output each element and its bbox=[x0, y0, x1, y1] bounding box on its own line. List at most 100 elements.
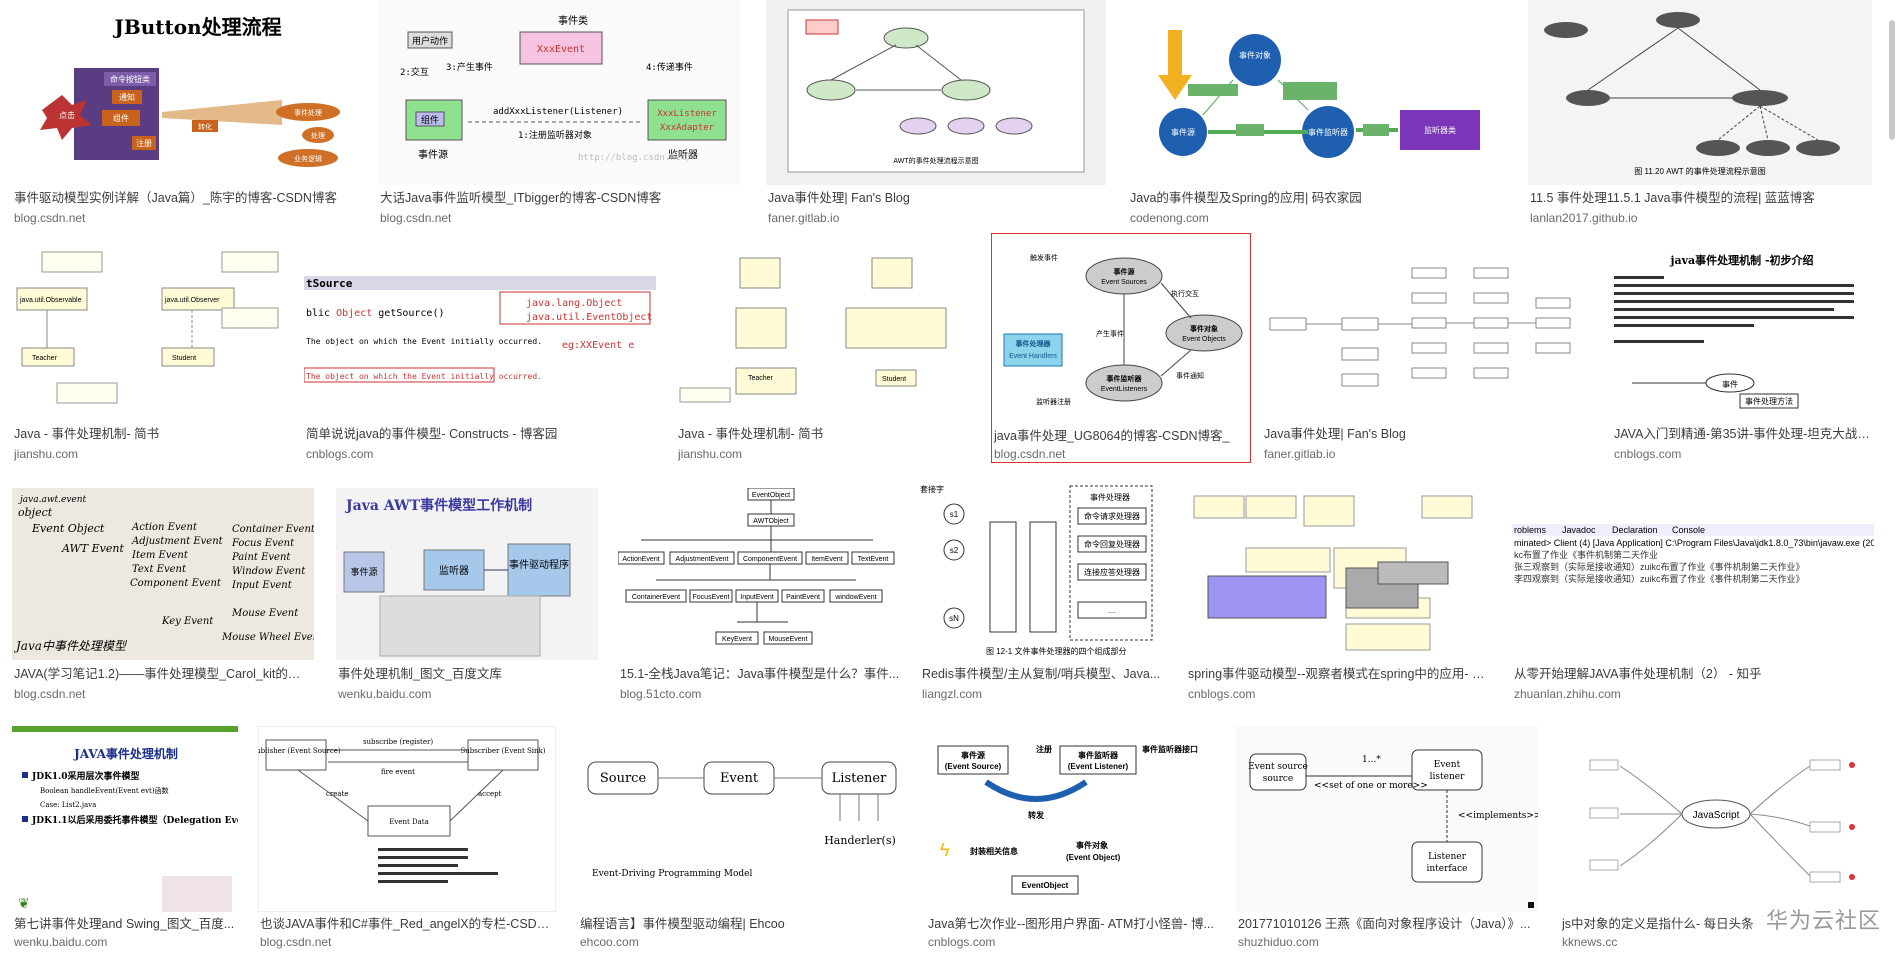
result-caption[interactable]: 也谈JAVA事件和C#事件_Red_angelX的专栏-CSDN... bbox=[260, 917, 554, 931]
result-tile[interactable]: 事件源 (Event Source) 注册 事件监听器 (Event Liste… bbox=[926, 726, 1216, 956]
result-caption[interactable]: 201771010126 王燕《面向对象程序设计（Java）》... bbox=[1238, 917, 1531, 931]
svg-text:Item Event: Item Event bbox=[131, 550, 189, 561]
result-caption[interactable]: JAVA入门到精通-第35讲-事件处理-坦克大战3 ... bbox=[1614, 427, 1872, 441]
result-thumbnail[interactable]: JButton处理流程 命令按钮类 通知 组件 注册 点击 转化 事件处理 处理… bbox=[12, 0, 360, 185]
svg-text:转化: 转化 bbox=[198, 122, 212, 131]
page-scrollbar[interactable] bbox=[1889, 20, 1895, 140]
result-caption[interactable]: 事件处理机制_图文_百度文库 bbox=[338, 667, 502, 681]
result-tile[interactable]: Event source source Event listener 1...*… bbox=[1236, 726, 1562, 956]
result-caption[interactable]: 事件驱动模型实例详解（Java篇）_陈宇的博客-CSDN博客 bbox=[14, 191, 337, 205]
svg-text:TextEvent: TextEvent bbox=[858, 556, 889, 563]
result-thumbnail[interactable]: EventObject AWTObject ActionEvent Adjust… bbox=[618, 488, 908, 660]
result-caption[interactable]: Java的事件模型及Spring的应用| 码农家园 bbox=[1130, 191, 1362, 205]
result-tile[interactable]: java事件处理机制 -初步介绍 事件 事件处理方法 JAVA入门到精通-第35… bbox=[1612, 248, 1874, 468]
result-tile[interactable]: Source Event Listener Handerler(s) Event… bbox=[578, 726, 908, 956]
result-thumbnail[interactable]: AWT的事件处理流程示意图 bbox=[766, 0, 1106, 185]
result-thumbnail[interactable]: Publisher (Event Source) Subscriber (Eve… bbox=[258, 726, 556, 912]
result-thumbnail[interactable]: 事件源 事件对象 事件监听器 监听器类 bbox=[1128, 0, 1506, 185]
svg-text:Event source: Event source bbox=[1248, 762, 1308, 772]
svg-text:命令请求处理器: 命令请求处理器 bbox=[1084, 511, 1140, 521]
svg-text:Boolean handleEvent(Event evt): Boolean handleEvent(Event evt)函数 bbox=[40, 786, 169, 795]
svg-text:ContainerEvent: ContainerEvent bbox=[632, 594, 680, 601]
result-domain: blog.csdn.net bbox=[994, 447, 1066, 461]
svg-text:JDK1.1以后采用委托事件模型（Delegation Ev: JDK1.1以后采用委托事件模型（Delegation Event model） bbox=[31, 814, 238, 826]
result-thumbnail[interactable]: java.util.Observable java.util.Observer … bbox=[12, 248, 284, 420]
result-caption[interactable]: Java事件处理| Fan's Blog bbox=[768, 191, 910, 205]
result-thumbnail[interactable]: java事件处理机制 -初步介绍 事件 事件处理方法 bbox=[1612, 248, 1874, 420]
result-tile[interactable]: Java事件处理| Fan's Blog faner.gitlab.io bbox=[1262, 248, 1590, 468]
result-tile-selected[interactable]: 触发事件 事件源 Event Sources 事件对象 Event Object… bbox=[991, 233, 1251, 463]
result-tile[interactable]: JButton处理流程 命令按钮类 通知 组件 注册 点击 转化 事件处理 处理… bbox=[12, 0, 360, 230]
result-tile[interactable]: Java AWT事件模型工作机制 事件源 监听器 事件驱动程序 事件处理机制_图… bbox=[336, 488, 598, 708]
result-domain: blog.csdn.net bbox=[380, 211, 452, 225]
result-tile[interactable]: 图 11.20 AWT 的事件处理流程示意图 11.5 事件处理11.5.1 J… bbox=[1528, 0, 1872, 230]
result-tile[interactable]: roblems Javadoc Declaration Console mina… bbox=[1512, 488, 1874, 708]
result-tile[interactable]: spring事件驱动模型--观察者模式在spring中的应用- 冬... cnb… bbox=[1186, 488, 1496, 708]
result-thumbnail[interactable]: 图 11.20 AWT 的事件处理流程示意图 bbox=[1528, 0, 1872, 185]
svg-text:XxxEvent: XxxEvent bbox=[537, 44, 585, 55]
result-thumbnail[interactable]: Source Event Listener Handerler(s) Event… bbox=[578, 726, 906, 912]
result-tile[interactable]: 套接字 s1 s2 sN 事件处理器 命令请求处理器 命令回复处理器 连接应答处… bbox=[920, 482, 1172, 708]
result-domain: lanlan2017.github.io bbox=[1530, 211, 1638, 225]
result-tile[interactable]: JAVA事件处理机制 JDK1.0采用层次事件模型 Boolean handle… bbox=[12, 726, 242, 956]
svg-text:Java中事件处理模型: Java中事件处理模型 bbox=[13, 639, 128, 653]
result-tile[interactable]: JavaScript js中对象的定义是指什么- 每日头条 kknews.cc bbox=[1560, 726, 1874, 956]
result-tile[interactable]: java.awt.event object Event Object AWT E… bbox=[12, 488, 314, 708]
result-caption[interactable]: 第七讲事件处理and Swing_图文_百度... bbox=[14, 917, 235, 931]
result-caption[interactable]: spring事件驱动模型--观察者模式在spring中的应用- 冬... bbox=[1188, 667, 1494, 681]
result-tile[interactable]: java.util.Observable java.util.Observer … bbox=[12, 248, 284, 468]
result-tile[interactable]: 事件源 事件对象 事件监听器 监听器类 Java的事件模型及Spring的应用|… bbox=[1128, 0, 1506, 230]
result-thumbnail[interactable]: tSource blic Object getSource() java.lan… bbox=[304, 248, 656, 420]
svg-text:minated> Client (4) [Java Appl: minated> Client (4) [Java Application] C… bbox=[1514, 538, 1874, 548]
result-tile[interactable]: 事件类 XxxEvent 用户动作 2:交互 3:产生事件 4:传递事件 add… bbox=[378, 0, 740, 230]
result-caption[interactable]: Java第七次作业--图形用户界面- ATM打小怪兽- 博... bbox=[928, 917, 1214, 931]
svg-text:ActionEvent: ActionEvent bbox=[622, 556, 659, 563]
result-domain: codenong.com bbox=[1130, 211, 1209, 225]
result-caption[interactable]: Java事件处理| Fan's Blog bbox=[1264, 427, 1406, 441]
result-thumbnail[interactable]: java.awt.event object Event Object AWT E… bbox=[12, 488, 314, 660]
svg-text:3:产生事件: 3:产生事件 bbox=[446, 61, 493, 73]
result-thumbnail[interactable]: 事件源 (Event Source) 注册 事件监听器 (Event Liste… bbox=[926, 726, 1214, 912]
result-thumbnail[interactable]: Event source source Event listener 1...*… bbox=[1236, 726, 1538, 912]
result-caption[interactable]: 从零开始理解JAVA事件处理机制（2） - 知乎 bbox=[1514, 667, 1762, 681]
svg-text:XxxAdapter: XxxAdapter bbox=[660, 123, 715, 133]
result-thumbnail[interactable]: 事件类 XxxEvent 用户动作 2:交互 3:产生事件 4:传递事件 add… bbox=[378, 0, 740, 185]
svg-text:组件: 组件 bbox=[113, 113, 129, 123]
result-caption[interactable]: Java - 事件处理机制- 简书 bbox=[678, 427, 824, 441]
result-thumbnail[interactable]: 触发事件 事件源 Event Sources 事件对象 Event Object… bbox=[996, 238, 1246, 418]
result-thumbnail[interactable]: 套接字 s1 s2 sN 事件处理器 命令请求处理器 命令回复处理器 连接应答处… bbox=[920, 482, 1162, 662]
svg-text:object: object bbox=[18, 506, 53, 519]
result-caption[interactable]: 15.1-全栈Java笔记：Java事件模型是什么？事件... bbox=[620, 667, 900, 681]
result-thumbnail[interactable]: JAVA事件处理机制 JDK1.0采用层次事件模型 Boolean handle… bbox=[12, 726, 238, 912]
result-caption[interactable]: Java - 事件处理机制- 简书 bbox=[14, 427, 160, 441]
svg-text:KeyEvent: KeyEvent bbox=[722, 636, 752, 643]
svg-text:source: source bbox=[1263, 774, 1294, 784]
result-caption[interactable]: 编程语言】事件模型驱动编程| Ehcoo bbox=[580, 917, 785, 931]
svg-text:产生事件: 产生事件 bbox=[1096, 329, 1124, 338]
result-caption[interactable]: 大话Java事件监听模型_ITbigger的博客-CSDN博客 bbox=[380, 191, 662, 205]
result-tile[interactable]: AWT的事件处理流程示意图 Java事件处理| Fan's Blog faner… bbox=[766, 0, 1106, 230]
result-caption[interactable]: Redis事件模型/主从复制/哨兵模型、Java... bbox=[922, 667, 1161, 681]
result-tile[interactable]: Publisher (Event Source) Subscriber (Eve… bbox=[258, 726, 556, 956]
svg-text:命令按钮类: 命令按钮类 bbox=[110, 74, 150, 84]
result-caption[interactable]: java事件处理_UG8064的博客-CSDN博客_ bbox=[994, 429, 1230, 443]
site-watermark: 华为云社区 bbox=[1765, 909, 1881, 934]
svg-text:<<set of one or more>>: <<set of one or more>> bbox=[1314, 781, 1428, 791]
result-caption[interactable]: JAVA(学习笔记1.2)——事件处理模型_Carol_kit的博客... bbox=[14, 667, 312, 681]
result-thumbnail[interactable] bbox=[1262, 248, 1590, 420]
svg-text:tSource: tSource bbox=[306, 277, 353, 290]
result-thumbnail[interactable]: Java AWT事件模型工作机制 事件源 监听器 事件驱动程序 bbox=[336, 488, 598, 660]
result-tile[interactable]: Teacher Student Java - 事件处理机制- 简书 jiansh… bbox=[676, 248, 978, 468]
result-thumbnail[interactable]: JavaScript bbox=[1560, 726, 1874, 912]
svg-text:连接应答处理器: 连接应答处理器 bbox=[1084, 567, 1140, 577]
svg-text:eg:XXEvent e: eg:XXEvent e bbox=[562, 340, 634, 351]
result-tile[interactable]: tSource blic Object getSource() java.lan… bbox=[304, 248, 656, 468]
result-caption[interactable]: 简单说说java的事件模型- Constructs - 博客园 bbox=[306, 427, 558, 441]
svg-text:(Event Listener): (Event Listener) bbox=[1068, 762, 1129, 771]
result-thumbnail[interactable] bbox=[1186, 488, 1496, 660]
result-caption[interactable]: 11.5 事件处理11.5.1 Java事件模型的流程| 蓝蓝博客 bbox=[1530, 191, 1815, 205]
svg-text:blic Object getSource(): blic Object getSource() bbox=[306, 308, 444, 319]
result-thumbnail[interactable]: Teacher Student bbox=[676, 248, 978, 420]
result-tile[interactable]: EventObject AWTObject ActionEvent Adjust… bbox=[618, 488, 908, 708]
result-thumbnail[interactable]: roblems Javadoc Declaration Console mina… bbox=[1512, 488, 1874, 660]
